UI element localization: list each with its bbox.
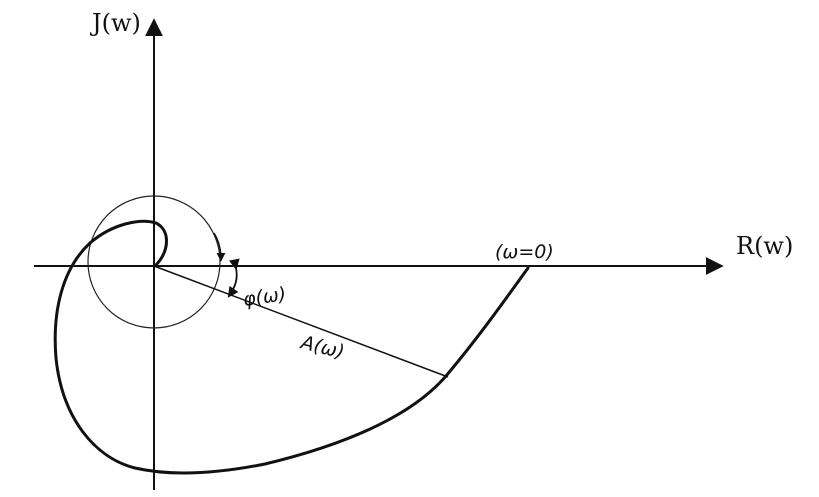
circle-direction-arrow [213, 232, 226, 262]
real-axis-label: R(w) [736, 232, 793, 260]
unit-circle [87, 195, 221, 329]
phase-label: φ(ω) [242, 283, 288, 311]
amplitude-vector [153, 265, 449, 378]
phase-angle-arc [227, 258, 240, 298]
nyquist-curve [53, 219, 530, 475]
imaginary-axis-label: J(w) [89, 9, 141, 37]
omega-zero-label: (ω=0) [495, 241, 554, 263]
